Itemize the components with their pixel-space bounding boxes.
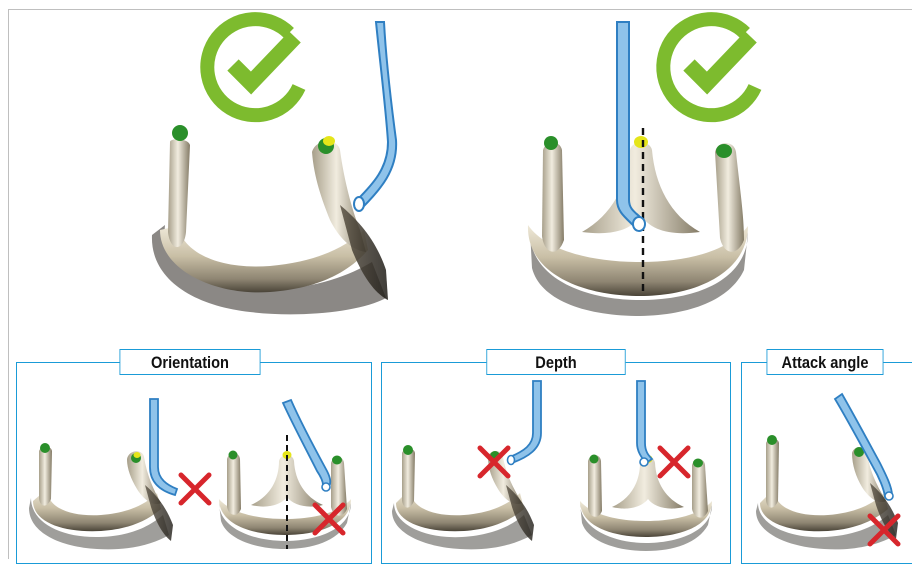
depth-illustration xyxy=(382,363,732,563)
panel-label-attack-angle: Attack angle xyxy=(767,349,884,375)
panel-orientation: Orientation xyxy=(16,362,372,564)
valve-side-view-correct xyxy=(152,125,388,314)
panel-label-orientation: Orientation xyxy=(119,349,260,375)
catheter xyxy=(357,22,396,208)
post-marker-yellow xyxy=(634,136,648,148)
orientation-illustration xyxy=(17,363,373,563)
check-circle-icon xyxy=(207,19,299,115)
valve-side-view xyxy=(756,435,898,549)
post-marker-yellow xyxy=(323,136,335,146)
check-circle-icon xyxy=(663,19,755,115)
post-marker-green xyxy=(172,125,188,141)
post-marker-green xyxy=(716,144,732,158)
panel-depth: Depth xyxy=(381,362,731,564)
panel-attack-angle: Attack angle xyxy=(741,362,912,564)
cross-icon xyxy=(660,448,688,476)
attack-angle-illustration xyxy=(742,363,912,563)
catheter xyxy=(150,399,177,495)
valve-front-view xyxy=(219,451,351,550)
top-illustration xyxy=(0,0,912,340)
catheter xyxy=(510,381,541,463)
post-marker-green xyxy=(544,136,558,150)
catheter xyxy=(637,381,652,463)
cross-icon xyxy=(181,475,209,503)
panel-label-depth: Depth xyxy=(486,349,625,375)
valve-front-view xyxy=(580,455,712,552)
